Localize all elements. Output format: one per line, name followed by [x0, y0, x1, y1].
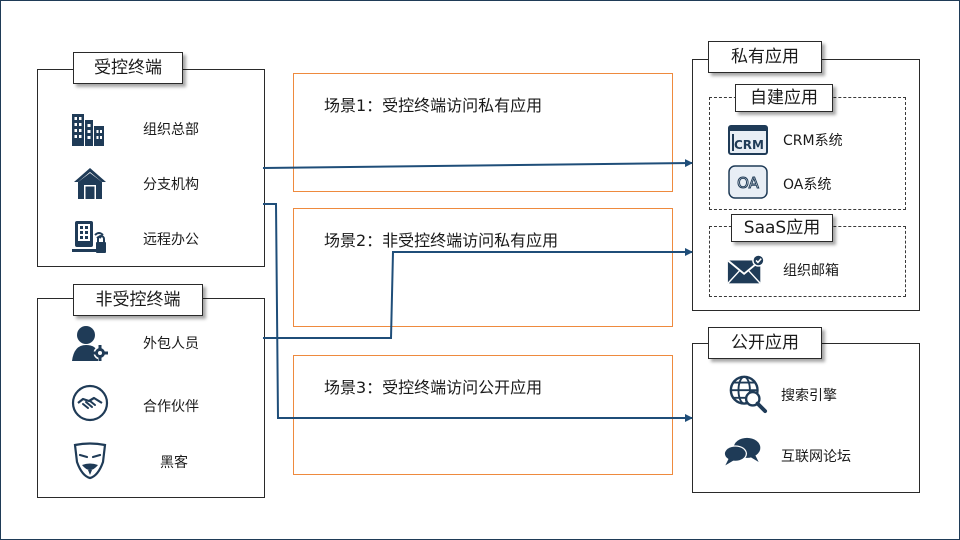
app-forum: [722, 432, 762, 472]
uncontrolled-item-partner-label: 合作伙伴: [143, 399, 199, 415]
uncontrolled-item-partner: [70, 383, 110, 423]
app-mail: [726, 250, 766, 290]
search-globe-icon: [728, 374, 768, 414]
app-crm-label: CRM系统: [783, 133, 843, 149]
remote-office-icon: [70, 217, 110, 257]
public-apps-title: 公开应用: [708, 327, 822, 359]
app-mail-label: 组织邮箱: [783, 263, 839, 279]
svg-text:CRM: CRM: [734, 138, 764, 152]
chat-bubbles-icon: [722, 432, 762, 472]
controlled-item-hq-label: 组织总部: [143, 122, 199, 138]
controlled-item-remote-label: 远程办公: [143, 232, 199, 248]
saas-apps-title: SaaS应用: [731, 214, 833, 242]
controlled-item-hq: [68, 108, 108, 148]
handshake-icon: [70, 383, 110, 423]
building-icon: [68, 108, 108, 148]
mail-icon: [726, 250, 766, 290]
scenario-2-box: 场景2：非受控终端访问私有应用: [293, 208, 673, 327]
scenario-2-label: 场景2：非受控终端访问私有应用: [324, 231, 559, 250]
oa-icon: OA: [728, 162, 768, 202]
app-crm: CRM: [728, 120, 768, 160]
controlled-item-branch: [70, 163, 110, 203]
controlled-terminals-title: 受控终端: [73, 52, 183, 84]
app-forum-label: 互联网论坛: [781, 449, 851, 465]
uncontrolled-item-outsourced: [70, 323, 110, 363]
scenario-3-box: 场景3：受控终端访问公开应用: [293, 355, 673, 475]
scenario-3-label: 场景3：受控终端访问公开应用: [324, 378, 543, 397]
private-apps-title: 私有应用: [708, 41, 822, 73]
app-oa: OA: [728, 162, 768, 202]
scenario-1-label: 场景1：受控终端访问私有应用: [324, 96, 543, 115]
app-oa-label: OA系统: [783, 177, 832, 193]
user-gear-icon: [70, 323, 110, 363]
controlled-item-remote: [70, 217, 110, 257]
uncontrolled-terminals-title: 非受控终端: [73, 284, 203, 316]
house-icon: [70, 163, 110, 203]
svg-text:OA: OA: [737, 174, 760, 192]
uncontrolled-item-outsourced-label: 外包人员: [143, 336, 199, 352]
scenario-1-box: 场景1：受控终端访问私有应用: [293, 73, 673, 192]
app-search-engine-label: 搜索引擎: [781, 388, 837, 404]
crm-icon: CRM: [728, 120, 768, 160]
uncontrolled-item-hacker: [70, 440, 110, 480]
self-built-apps-title: 自建应用: [735, 84, 833, 112]
controlled-item-branch-label: 分支机构: [143, 177, 199, 193]
uncontrolled-item-hacker-label: 黑客: [160, 455, 188, 471]
public-apps-box: [692, 343, 920, 493]
hacker-mask-icon: [70, 440, 110, 480]
app-search-engine: [728, 374, 768, 414]
